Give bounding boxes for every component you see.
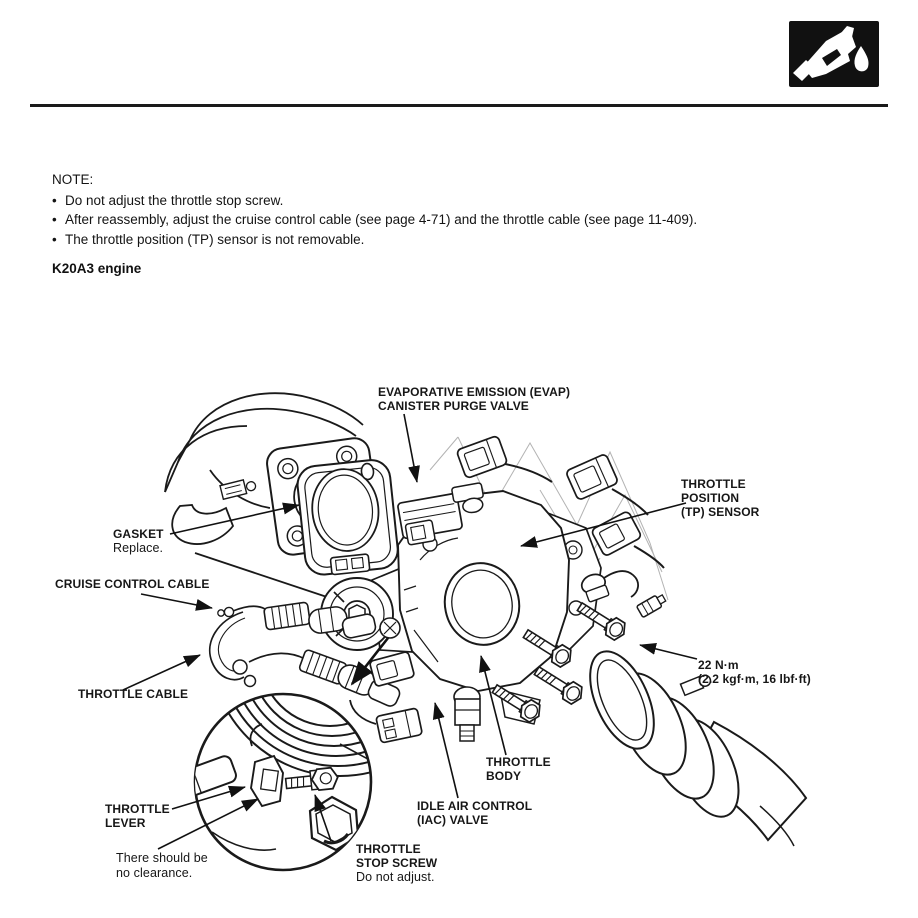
label-clearance-note: There should be no clearance. <box>116 851 208 880</box>
detail-callout-arrow <box>350 637 390 686</box>
note-bullet-3-text: The throttle position (TP) sensor is not… <box>65 231 365 247</box>
label-throttle-lever: THROTTLE LEVER <box>105 802 170 830</box>
note-bullet-2: • After reassembly, adjust the cruise co… <box>52 210 697 230</box>
label-throttle-body: THROTTLE BODY <box>486 755 551 783</box>
fuel-nozzle-icon <box>789 21 879 87</box>
inset-detail-circle <box>193 692 373 872</box>
label-throttle-cable: THROTTLE CABLE <box>78 687 189 701</box>
bullet-glyph: • <box>52 212 57 227</box>
throttle-cable-drawing <box>208 611 401 707</box>
note-bullet-1-text: Do not adjust the throttle stop screw. <box>65 192 284 208</box>
label-cruise-control-cable: CRUISE CONTROL CABLE <box>55 577 210 591</box>
note-bullet-1: • Do not adjust the throttle stop screw. <box>52 191 697 211</box>
bullet-glyph: • <box>52 192 57 208</box>
connector-drawings <box>349 435 667 744</box>
leader-lines <box>122 413 698 850</box>
label-tp-sensor: THROTTLE POSITION (TP) SENSOR <box>681 477 760 519</box>
cruise-cable-drawing <box>217 601 377 639</box>
label-iac-valve: IDLE AIR CONTROL (IAC) VALVE <box>417 799 533 827</box>
label-torque-spec: 22 N·m (2.2 kgf·m, 16 lbf·ft) <box>698 658 811 686</box>
note-block: NOTE: • Do not adjust the throttle stop … <box>52 170 697 249</box>
section-divider <box>30 104 888 107</box>
iac-valve-drawing <box>453 686 481 742</box>
bullet-glyph: • <box>52 231 57 247</box>
note-bullet-3: • The throttle position (TP) sensor is n… <box>52 230 697 250</box>
intake-hose-drawing <box>589 650 808 847</box>
label-gasket: GASKET Replace. <box>113 527 164 555</box>
gasket-drawing <box>296 459 399 576</box>
note-bullet-2-text: After reassembly, adjust the cruise cont… <box>65 212 698 227</box>
engine-heading: K20A3 engine <box>52 261 142 276</box>
stop-screw-marker <box>379 617 401 639</box>
label-evap-purge-valve: EVAPORATIVE EMISSION (EVAP) CANISTER PUR… <box>378 385 571 413</box>
label-throttle-stop-screw: THROTTLE STOP SCREW Do not adjust. <box>356 842 438 884</box>
note-title: NOTE: <box>52 172 94 187</box>
